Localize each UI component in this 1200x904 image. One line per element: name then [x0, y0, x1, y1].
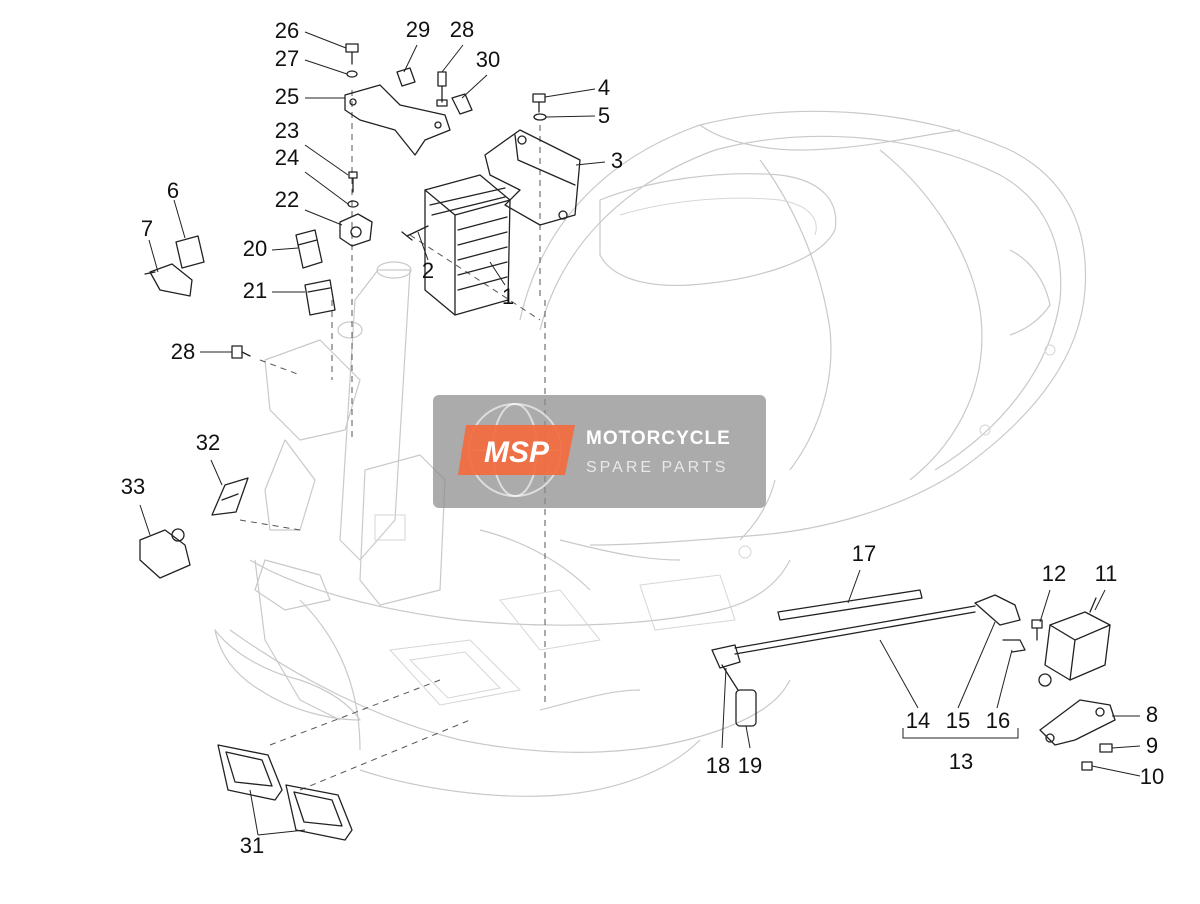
screw-26-part	[345, 43, 359, 78]
callout-21: 21	[243, 278, 267, 303]
watermark: MSP MOTORCYCLE SPARE PARTS	[433, 395, 766, 508]
callout-31: 31	[240, 833, 264, 858]
watermark-subtitle: SPARE PARTS	[586, 459, 728, 476]
bracket-8-part	[1039, 699, 1116, 746]
regulator-bracket-part	[484, 129, 581, 226]
tube-17-part	[777, 589, 923, 621]
connector-16-part	[1002, 639, 1026, 653]
callout-26: 26	[275, 18, 299, 43]
callout-20: 20	[243, 236, 267, 261]
callout-11: 11	[1095, 561, 1118, 586]
screw-10-part	[1081, 761, 1093, 771]
screw-9-part	[1099, 743, 1113, 753]
screw-23-part	[347, 171, 359, 208]
sensor-28-lower-part	[231, 345, 251, 359]
cap-15-part	[974, 594, 1021, 626]
callout-4: 4	[598, 75, 610, 100]
watermark-logo-text: MSP	[484, 436, 550, 469]
callout-5: 5	[598, 103, 610, 128]
callout-12: 12	[1042, 561, 1066, 586]
sensor-28-top-part	[436, 71, 448, 107]
clip-29-part	[396, 67, 416, 87]
callout-23: 23	[275, 118, 299, 143]
connector-20-part	[295, 229, 323, 269]
callout-16: 16	[986, 708, 1010, 733]
callout-1: 1	[502, 284, 514, 309]
callout-3: 3	[611, 148, 623, 173]
plug-19-part	[735, 689, 757, 727]
cover-32-part	[211, 477, 249, 516]
callout-24: 24	[275, 145, 299, 170]
callout-7: 7	[141, 216, 153, 241]
screw-2-part	[401, 225, 429, 241]
scooter-body-outline	[214, 110, 1087, 797]
callout-27: 27	[275, 46, 299, 71]
callout-19: 19	[738, 753, 762, 778]
voltage-regulator-part	[424, 174, 511, 316]
callout-labels: 1 2 3 4 5 6 7 8 9 10 11 12 13 14 15 16 1…	[121, 17, 1164, 858]
callout-25: 25	[275, 84, 299, 109]
mat-31a-part	[217, 744, 283, 801]
callout-33: 33	[121, 474, 145, 499]
connector-21-part	[304, 279, 336, 316]
callout-32: 32	[196, 430, 220, 455]
callout-28-lower: 28	[171, 339, 195, 364]
callout-30: 30	[476, 47, 500, 72]
callout-9: 9	[1146, 733, 1158, 758]
leader-lines	[139, 31, 1141, 836]
screw-4-part	[532, 93, 547, 121]
cable-14-part	[734, 605, 976, 655]
callout-6: 6	[167, 178, 179, 203]
screw-12-part	[1031, 619, 1043, 641]
callout-28-top: 28	[450, 17, 474, 42]
relay-7-part	[144, 263, 193, 297]
bracket-33-part	[139, 528, 191, 579]
callout-29: 29	[406, 17, 430, 42]
watermark-title: MOTORCYCLE	[586, 428, 731, 449]
clip-30-part	[451, 93, 473, 115]
ignition-coil-11-part	[1038, 597, 1111, 687]
callout-14: 14	[906, 708, 930, 733]
callout-10: 10	[1140, 764, 1164, 789]
mat-31b-part	[285, 784, 353, 841]
relay-6-part	[175, 235, 205, 269]
callout-22: 22	[275, 187, 299, 212]
callout-17: 17	[852, 541, 876, 566]
upper-bracket-part	[344, 84, 451, 156]
callout-2: 2	[422, 258, 434, 283]
callout-15: 15	[946, 708, 970, 733]
callout-18: 18	[706, 753, 730, 778]
clamp-22-part	[339, 213, 373, 247]
plug-cap-18-part	[711, 644, 741, 691]
callout-8: 8	[1146, 702, 1158, 727]
callout-13: 13	[949, 749, 973, 774]
